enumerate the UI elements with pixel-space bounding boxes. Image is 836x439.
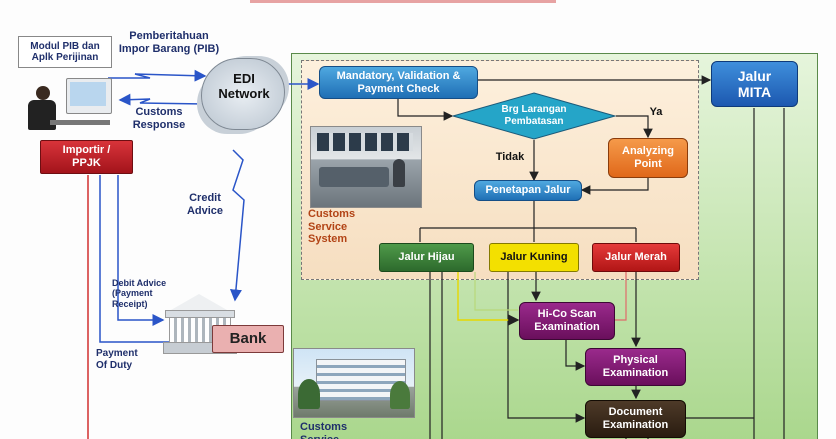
analyzing-point-box: Analyzing Point bbox=[608, 138, 688, 178]
jalur-kuning-box: Jalur Kuning bbox=[489, 243, 579, 272]
customs-service-office-label: Customs Service bbox=[300, 421, 348, 439]
debit-advice-label: Debit Advice (Payment Receipt) bbox=[112, 278, 167, 309]
customs-service-system-label: Customs Service System bbox=[308, 208, 356, 246]
ya-label: Ya bbox=[649, 106, 663, 118]
bank-box: Bank bbox=[212, 325, 284, 353]
modul-pib-label: Modul PIB dan Aplk Perijinan bbox=[18, 36, 112, 68]
credit-advice-link bbox=[229, 149, 245, 302]
hico-scan-box: Hi-Co Scan Examination bbox=[519, 302, 615, 340]
jalur-hijau-box: Jalur Hijau bbox=[379, 243, 474, 272]
payment-of-duty-label: Payment Of Duty bbox=[96, 348, 138, 371]
response-link bbox=[118, 93, 206, 106]
customs-response-label: Customs Response bbox=[132, 106, 186, 131]
brg-larangan-label: Brg Larangan Pembatasan bbox=[501, 104, 567, 127]
debit-advice-line bbox=[117, 175, 165, 326]
jalur-mita-box: Jalur MITA bbox=[711, 61, 798, 107]
pib-link bbox=[108, 69, 207, 82]
control-room-photo bbox=[310, 126, 422, 208]
pemberitahuan-label: Pemberitahuan Impor Barang (PIB) bbox=[118, 30, 220, 55]
brg-larangan-decision bbox=[451, 92, 617, 140]
customs-office-photo bbox=[293, 348, 415, 418]
top-frame bbox=[250, 0, 556, 3]
importir-illustration bbox=[20, 72, 115, 140]
edi-network-label: EDI Network bbox=[218, 71, 270, 101]
physical-examination-box: Physical Examination bbox=[585, 348, 686, 386]
penetapan-jalur-box: Penetapan Jalur bbox=[474, 180, 582, 201]
importir-box: Importir / PPJK bbox=[40, 140, 133, 174]
edi-network-cloud bbox=[201, 58, 285, 130]
credit-advice-label: Credit Advice bbox=[186, 192, 224, 217]
tidak-label: Tidak bbox=[495, 151, 525, 163]
document-examination-box: Document Examination bbox=[585, 400, 686, 438]
jalur-merah-box: Jalur Merah bbox=[592, 243, 680, 272]
mandatory-validation-box: Mandatory, Validation & Payment Check bbox=[319, 66, 478, 99]
